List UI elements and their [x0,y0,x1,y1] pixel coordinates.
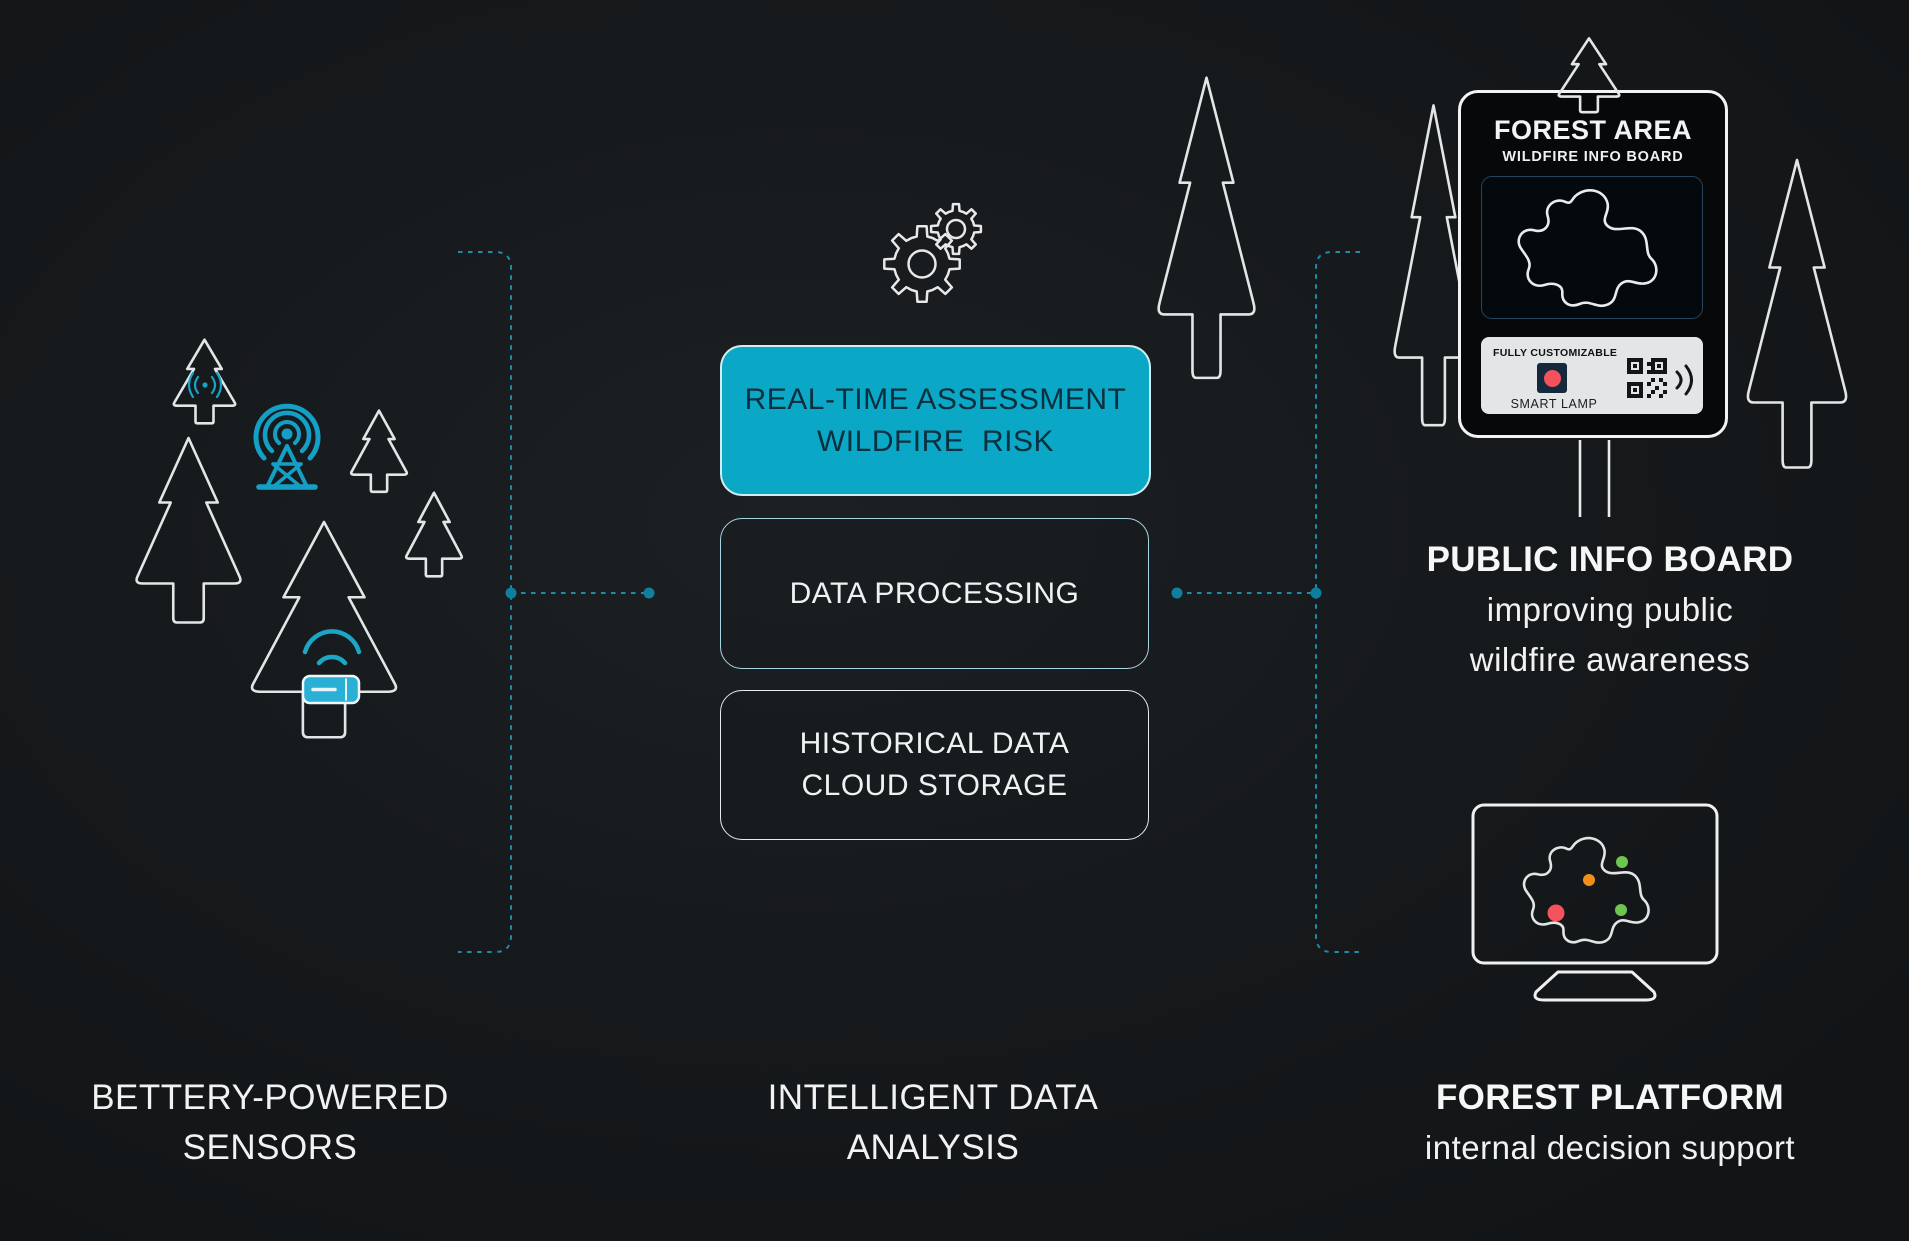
map-marker-orange [1583,874,1595,886]
caption-line: wildfire awareness [1469,641,1751,678]
caption-sensors: BETTERY-POWERED SENSORS [40,1073,500,1173]
caption-line: internal decision support [1424,1129,1796,1166]
board-legs [1578,440,1611,517]
board-subtitle: WILDFIRE INFO BOARD [1502,149,1684,165]
bracket-connector-left [458,251,649,953]
map-marker-red [1547,904,1565,922]
gears-icon [883,203,982,303]
radio-tower-icon [253,403,321,490]
radio-signal-icon [187,371,223,399]
pine-tree-icon [172,338,237,425]
wildfire-info-board: FOREST AREA WILDFIRE INFO BOARD FULLY CU… [1458,90,1728,438]
caption-public-info-board: PUBLIC INFO BOARD improving public wildf… [1378,535,1842,685]
bracket-connector-right [1177,251,1360,953]
pine-tree-icon [134,436,243,625]
node-realtime-assessment: REAL-TIME ASSESSMENT WILDFIRE RISK [720,345,1151,496]
pine-tree-icon [1159,78,1255,378]
pine-tree-icon [405,491,463,578]
pine-tree-icon [350,409,408,493]
caption-forest-platform: FOREST PLATFORM internal decision suppor… [1378,1073,1842,1173]
pine-tree-icon [252,522,396,737]
qr-code-icon [1627,358,1667,398]
lamp-label: SMART LAMP [1510,397,1598,411]
board-bottom-panel: FULLY CUSTOMIZABLE SMART LAMP [1481,337,1703,414]
map-blob-icon [1517,189,1658,307]
sensor-forest [134,338,463,738]
caption-line: improving public [1486,591,1734,628]
connector-dots [505,587,1322,599]
node-historical-storage: HISTORICAL DATA CLOUD STORAGE [720,690,1149,840]
board-title: FOREST AREA [1493,115,1692,145]
node-label: HISTORICAL DATA [799,727,1070,760]
caption-line: BETTERY-POWERED [91,1078,449,1117]
node-data-processing: DATA PROCESSING [720,518,1149,669]
node-label: WILDFIRE RISK [816,424,1055,458]
map-marker-green [1615,904,1627,916]
caption-analysis: INTELLIGENT DATA ANALYSIS [713,1073,1153,1173]
caption-heading: PUBLIC INFO BOARD [1426,540,1794,579]
caption-line: ANALYSIS [846,1128,1020,1167]
nfc-waves-icon [1673,362,1699,398]
panel-note: FULLY CUSTOMIZABLE [1493,347,1618,359]
map-marker-green [1616,856,1628,868]
board-map-display [1481,176,1703,319]
node-label: CLOUD STORAGE [801,769,1068,802]
wifi-waves-icon [302,629,362,666]
pine-tree-icon [1748,160,1846,468]
map-blob-icon [1523,837,1650,944]
pine-tree-icon [1552,36,1628,116]
monitor-stand [1533,970,1657,1002]
lamp-dot [1543,369,1561,387]
node-label: DATA PROCESSING [789,576,1080,610]
sensor-band-icon [301,674,361,705]
node-label: REAL-TIME ASSESSMENT [744,382,1127,416]
caption-heading: FOREST PLATFORM [1436,1078,1784,1117]
smart-lamp-icon [1537,363,1567,393]
caption-line: SENSORS [182,1128,358,1167]
caption-line: INTELLIGENT DATA [767,1078,1099,1117]
monitor-icon [1471,803,1719,1002]
